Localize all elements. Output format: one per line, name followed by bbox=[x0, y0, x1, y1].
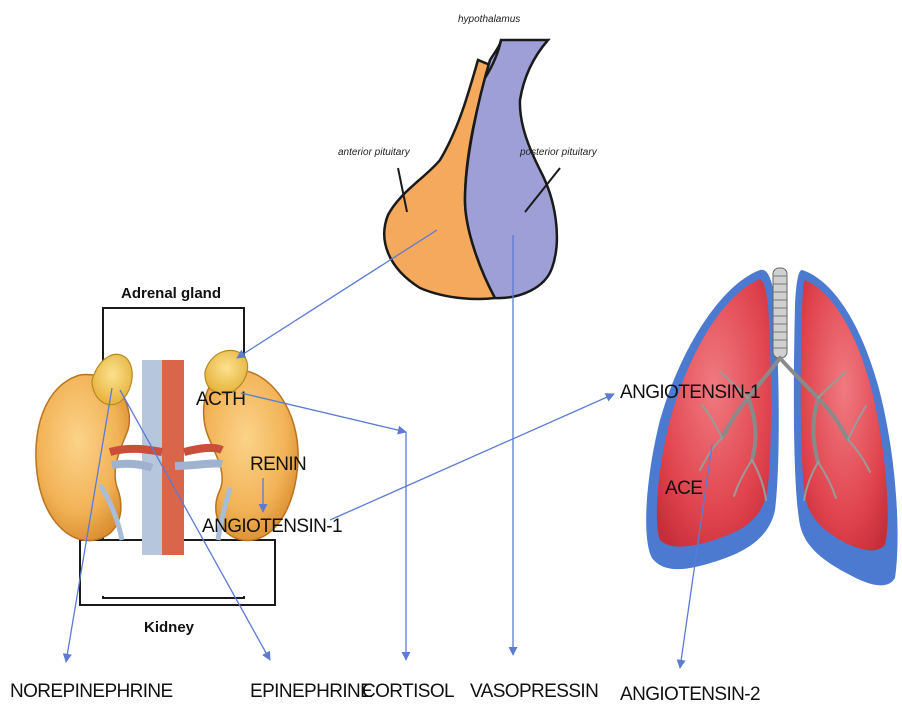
left-adrenal-gland bbox=[92, 354, 132, 404]
arrow-angiotensin1-to-lungs bbox=[330, 394, 614, 520]
ace-label: ACE bbox=[665, 478, 702, 499]
adrenal-kidney-illustration: Adrenal gland Kidney ACTH RENIN ANGIOTEN… bbox=[36, 285, 342, 636]
lungs-illustration: ANGIOTENSIN-1 ACE bbox=[620, 268, 898, 585]
epinephrine-label: EPINEPHRINE bbox=[250, 681, 372, 702]
adrenal-angiotensin1-label: ANGIOTENSIN-1 bbox=[202, 516, 342, 537]
cortisol-label: CORTISOL bbox=[362, 681, 454, 702]
hypothalamus-label: hypothalamus bbox=[458, 14, 520, 25]
pituitary-gland: hypothalamus anterior pituitary posterio… bbox=[338, 14, 598, 299]
aorta bbox=[162, 360, 184, 555]
posterior-pituitary-label: posterior pituitary bbox=[519, 147, 598, 158]
angiotensin2-label: ANGIOTENSIN-2 bbox=[620, 684, 760, 705]
arrow-anterior-to-adrenal bbox=[237, 230, 437, 358]
trachea bbox=[773, 268, 787, 358]
adrenal-gland-box-label: Adrenal gland bbox=[121, 285, 221, 302]
vena-cava bbox=[142, 360, 162, 555]
anterior-pituitary-label: anterior pituitary bbox=[338, 147, 411, 158]
renin-label: RENIN bbox=[250, 454, 306, 475]
vasopressin-label: VASOPRESSIN bbox=[470, 681, 598, 702]
kidney-box-label: Kidney bbox=[144, 619, 195, 636]
output-labels: NOREPINEPHRINE EPINEPHRINE CORTISOL VASO… bbox=[10, 681, 760, 705]
lung-angiotensin1-label: ANGIOTENSIN-1 bbox=[620, 382, 760, 403]
norepinephrine-label: NOREPINEPHRINE bbox=[10, 681, 173, 702]
acth-label: ACTH bbox=[196, 389, 245, 410]
